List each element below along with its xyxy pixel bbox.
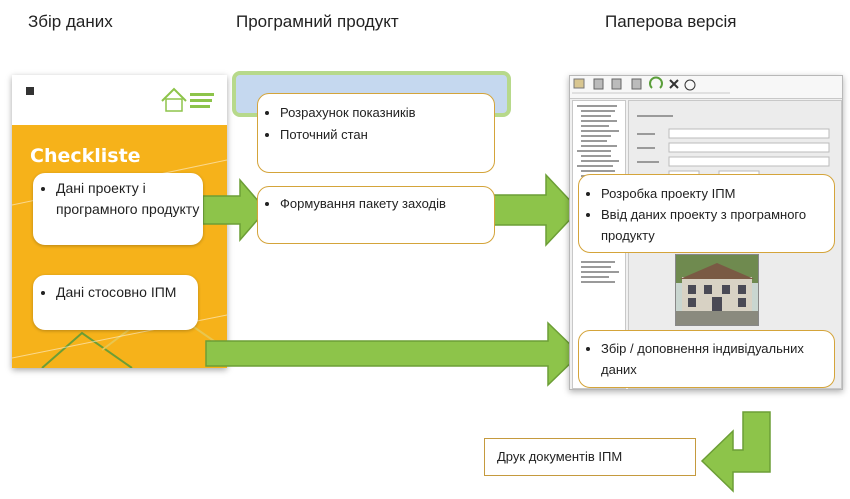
print-documents-box: Друк документів ІПМ (484, 438, 696, 476)
house-logo-icon (161, 87, 214, 112)
ipm-data-box: Дані стосовно ІПМ (33, 275, 198, 330)
arrow-ipm-to-individual (205, 321, 582, 387)
measures-box: Формування пакету заходів (257, 186, 495, 244)
federal-eagle-icon (26, 87, 34, 95)
development-item-input: Ввід даних проекту з програмного продукт… (601, 204, 834, 246)
individual-data-box: Збір / доповнення індивідуальних даних (578, 330, 835, 388)
column-title-paper-version: Паперова версія (605, 12, 737, 31)
project-data-box: Дані проекту і програмного продукту (33, 173, 203, 245)
indicators-item-state: Поточний стан (280, 124, 494, 146)
arrow-measures-to-development (490, 173, 581, 247)
building-photo (675, 254, 759, 326)
software-toolbar (570, 76, 842, 99)
arrow-project-to-measures (202, 177, 267, 243)
project-data-text: Дані проекту і програмного продукту (56, 178, 202, 220)
ipm-data-text: Дані стосовно ІПМ (56, 282, 197, 303)
column-title-data-collection: Збір даних (28, 12, 113, 31)
development-item-project: Розробка проекту ІПМ (601, 183, 834, 204)
brochure-title: Checkliste (30, 145, 141, 167)
measures-text: Формування пакету заходів (280, 193, 494, 214)
column-title-software: Програмний продукт (236, 12, 399, 31)
indicators-item-calc: Розрахунок показників (280, 102, 494, 124)
arrow-to-print (700, 411, 771, 493)
individual-data-text: Збір / доповнення індивідуальних даних (601, 338, 834, 380)
indicators-box: Розрахунок показників Поточний стан (257, 93, 495, 173)
development-box: Розробка проекту ІПМ Ввід даних проекту … (578, 174, 835, 253)
